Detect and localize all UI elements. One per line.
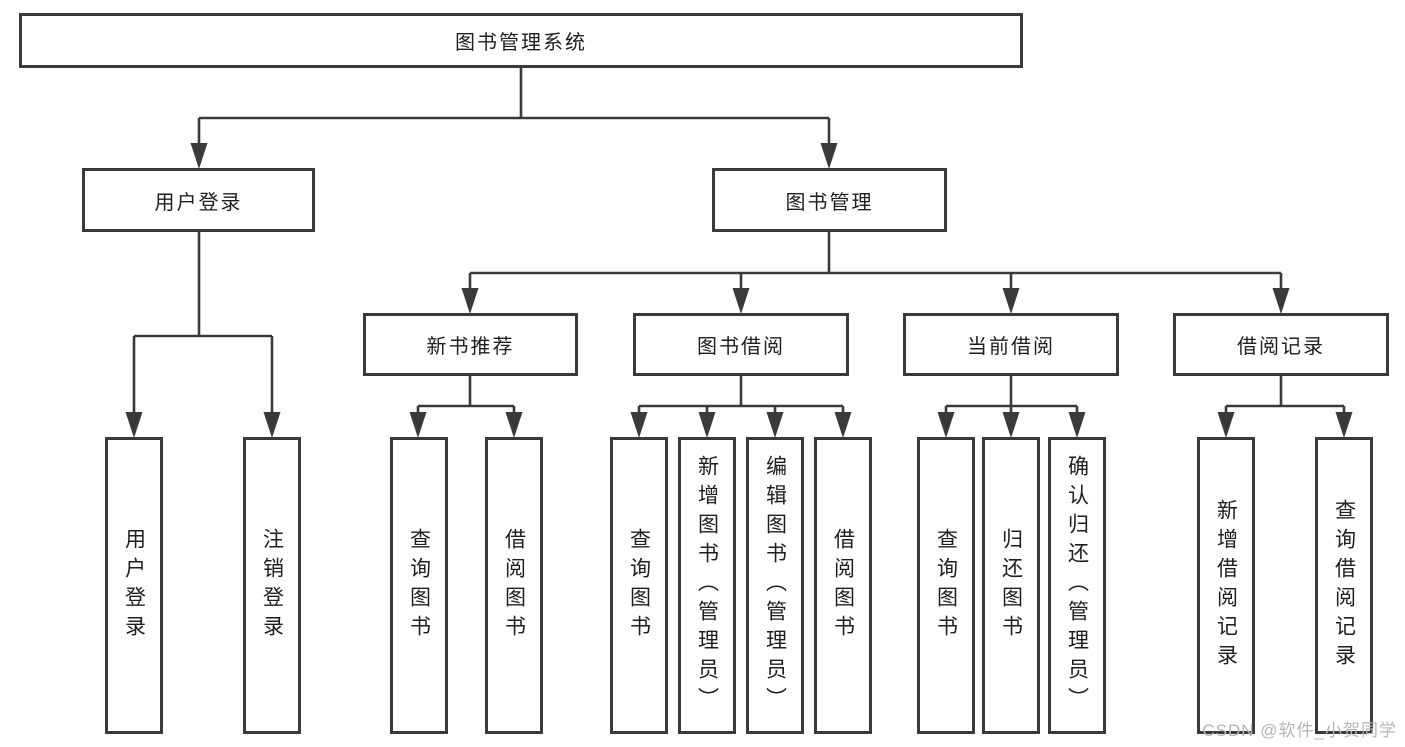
node-book-borrow: 图书借阅 <box>633 313 849 376</box>
leaf-label: 新增图书（管理员） <box>695 455 719 716</box>
leaf-query-books-current: 查询图书 <box>917 437 975 734</box>
leaf-query-borrow-record: 查询借阅记录 <box>1315 437 1373 734</box>
arrowhead-icon <box>1272 288 1290 314</box>
arrowhead-icon <box>732 288 750 314</box>
leaf-label: 注销登录 <box>260 527 284 644</box>
node-book-management: 图书管理 <box>712 168 947 232</box>
node-borrow-records: 借阅记录 <box>1173 313 1389 376</box>
leaf-label: 归还图书 <box>999 527 1023 644</box>
wire-new-book-split <box>416 376 516 416</box>
wire-user-login-split <box>132 232 274 416</box>
leaf-label: 查询图书 <box>407 527 431 644</box>
arrowhead-icon <box>937 412 955 438</box>
leaf-label: 用户登录 <box>122 527 146 644</box>
leaf-label: 查询图书 <box>934 527 958 644</box>
arrowhead-icon <box>1002 288 1020 314</box>
wire-records-split <box>1224 376 1346 416</box>
arrowhead-icon <box>698 412 716 438</box>
arrowhead-icon <box>190 143 208 169</box>
arrowhead-icon <box>461 288 479 314</box>
arrowhead-icon <box>125 412 143 438</box>
arrowhead-icon <box>630 412 648 438</box>
leaf-confirm-return-admin: 确认归还（管理员） <box>1048 437 1106 734</box>
arrowhead-icon <box>1217 412 1235 438</box>
arrowhead-icon <box>505 412 523 438</box>
leaf-add-borrow-record: 新增借阅记录 <box>1197 437 1255 734</box>
leaf-add-books-admin: 新增图书（管理员） <box>678 437 736 734</box>
leaf-label: 新增借阅记录 <box>1214 498 1238 673</box>
leaf-label: 借阅图书 <box>831 527 855 644</box>
leaf-query-books-borrow: 查询图书 <box>610 437 668 734</box>
leaf-label: 查询图书 <box>627 527 651 644</box>
leaf-label: 查询借阅记录 <box>1332 498 1356 673</box>
leaf-logout: 注销登录 <box>243 437 301 734</box>
arrowhead-icon <box>263 412 281 438</box>
wire-book-mgmt-split <box>468 232 1283 292</box>
arrowhead-icon <box>409 412 427 438</box>
leaf-return-books: 归还图书 <box>982 437 1040 734</box>
arrowhead-icon <box>766 412 784 438</box>
arrowhead-icon <box>1068 412 1086 438</box>
leaf-label: 编辑图书（管理员） <box>763 455 787 716</box>
leaf-borrow-books-recommend: 借阅图书 <box>485 437 543 734</box>
wire-current-split <box>944 376 1079 416</box>
node-new-book-recommend: 新书推荐 <box>363 313 578 376</box>
arrowhead-icon <box>834 412 852 438</box>
arrowhead-icon <box>820 143 838 169</box>
arrowhead-icon <box>1002 412 1020 438</box>
leaf-label: 借阅图书 <box>502 527 526 644</box>
wire-borrow-split <box>637 376 845 416</box>
leaf-user-login: 用户登录 <box>105 437 163 734</box>
node-user-login: 用户登录 <box>82 168 315 232</box>
arrowhead-icon <box>1335 412 1353 438</box>
leaf-edit-books-admin: 编辑图书（管理员） <box>746 437 804 734</box>
node-root: 图书管理系统 <box>19 13 1023 68</box>
leaf-borrow-books: 借阅图书 <box>814 437 872 734</box>
leaf-label: 确认归还（管理员） <box>1065 455 1089 716</box>
node-current-borrow: 当前借阅 <box>903 313 1119 376</box>
wire-root-split <box>197 68 831 148</box>
leaf-query-books-recommend: 查询图书 <box>390 437 448 734</box>
